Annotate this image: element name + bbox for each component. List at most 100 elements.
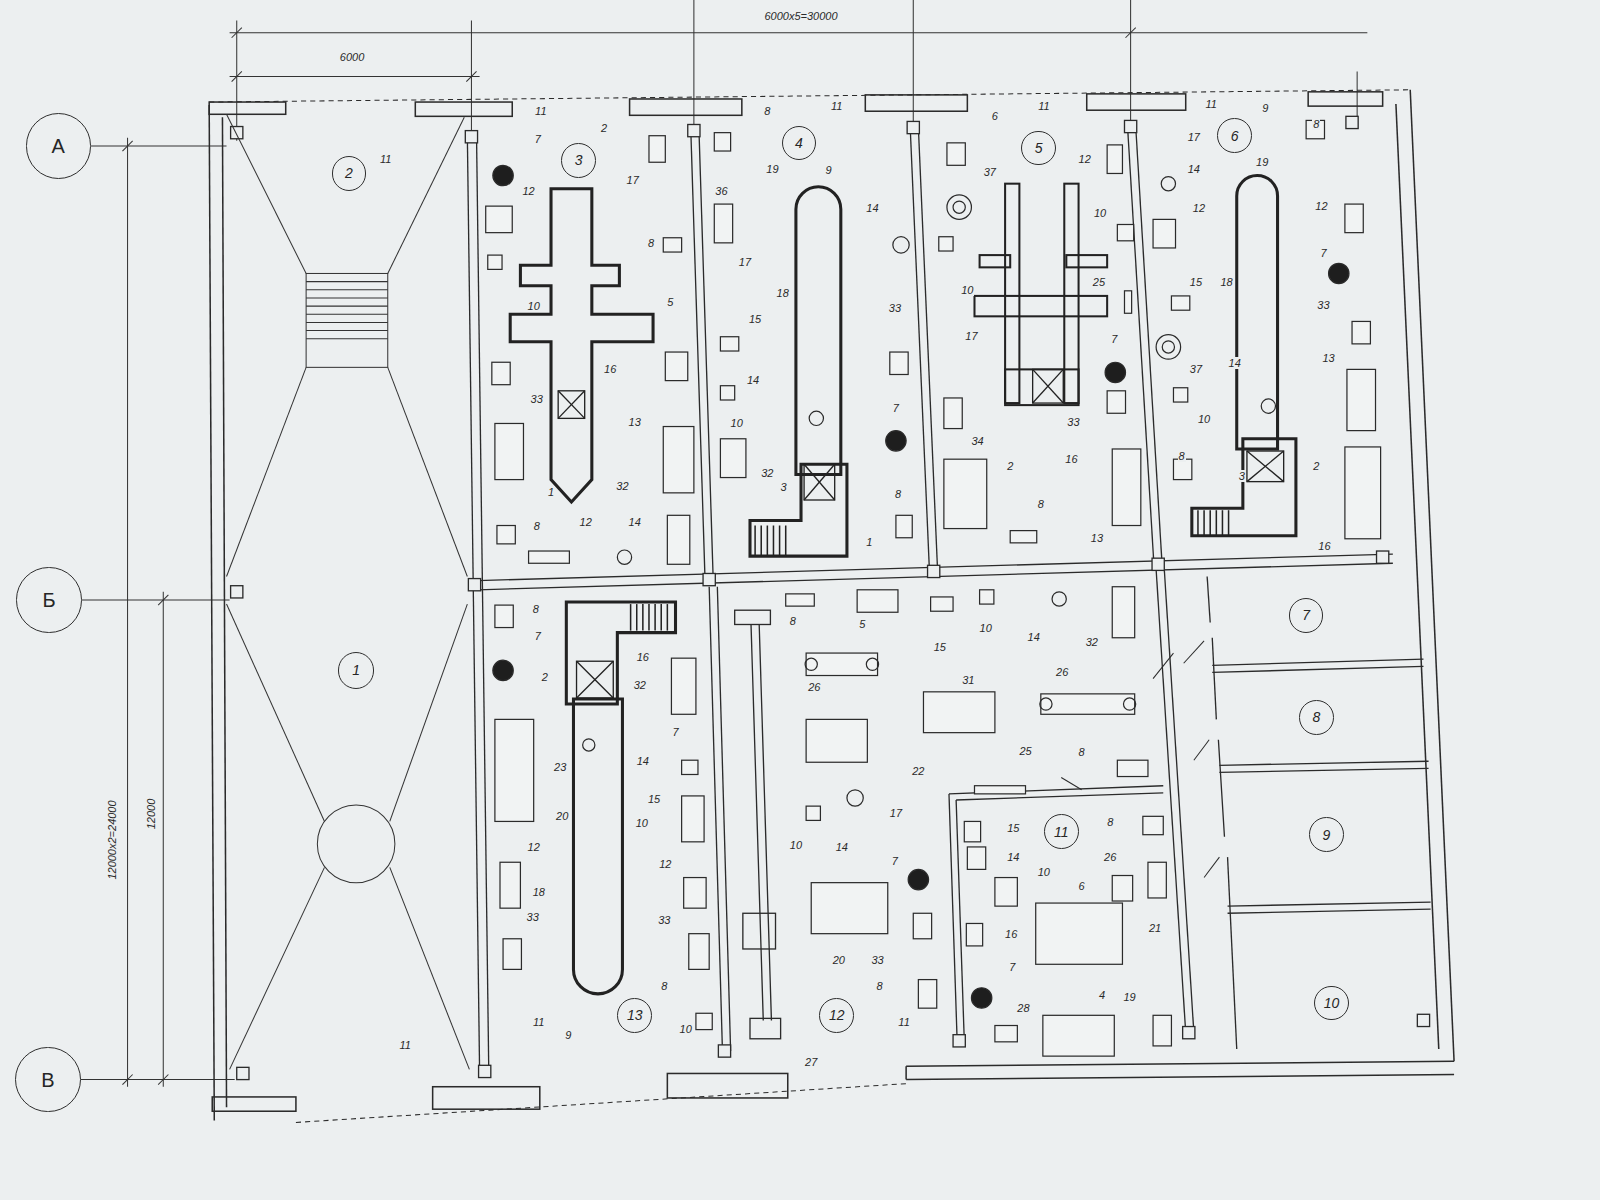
equipment-rect xyxy=(966,923,982,945)
machine-outlines xyxy=(573,699,622,994)
label-text: 32 xyxy=(633,679,647,691)
partition-walls xyxy=(1194,740,1209,760)
partition-walls xyxy=(1164,569,1194,1032)
stair-hatch xyxy=(630,604,632,631)
callout-number: 11 xyxy=(398,1035,411,1053)
hall-layout xyxy=(227,114,307,273)
callout-number: 34 xyxy=(970,431,984,449)
label-text: 2 xyxy=(541,671,549,683)
machine-outlines xyxy=(974,296,1107,316)
callout-number: 10 xyxy=(730,413,744,431)
label-text: 8 xyxy=(1037,498,1045,510)
hall-layout xyxy=(227,114,470,1069)
label-text: 12 xyxy=(1314,200,1328,212)
equipment-circle xyxy=(583,739,595,751)
dimension-lines xyxy=(127,138,128,1087)
dimension-lines xyxy=(1130,0,1131,120)
hall-layout xyxy=(390,604,468,821)
hall-layout xyxy=(306,314,388,315)
callout-number: 27 xyxy=(804,1052,818,1070)
equipment-rect xyxy=(974,786,1025,794)
label-text: 7 xyxy=(534,133,542,145)
label-text: 2 xyxy=(1312,460,1320,472)
callout-number: 32 xyxy=(615,476,629,494)
partition-walls xyxy=(1156,569,1186,1032)
structural-columns xyxy=(231,586,243,598)
callout-number: 33 xyxy=(888,298,902,316)
dimension-label: 12000x2=24000 xyxy=(101,799,119,880)
callout-number: 11 xyxy=(897,1012,910,1030)
callout-number: 12 xyxy=(658,854,672,872)
callout-number: 15 xyxy=(1006,818,1020,836)
label-text: 17 xyxy=(1187,131,1201,143)
building-walls xyxy=(865,95,967,111)
label-text: 18 xyxy=(1219,276,1233,288)
label-text: 14 xyxy=(628,516,642,528)
equipment-rect xyxy=(939,237,953,251)
callout-number: 8 xyxy=(533,516,541,534)
dimension-lines xyxy=(230,32,1368,33)
callout-number: 7 xyxy=(1319,243,1327,261)
label-text: 3 xyxy=(1238,470,1246,482)
label-text: 7 xyxy=(671,726,679,738)
machine-outlines xyxy=(510,176,1296,994)
label-text: 14 xyxy=(636,755,650,767)
label-text: 8 xyxy=(876,980,884,992)
equipment-rect xyxy=(684,878,706,909)
callout-number: 2 xyxy=(1312,456,1320,474)
machine-outlines xyxy=(510,189,653,502)
callout-number: 9 xyxy=(1261,98,1269,116)
partition-walls xyxy=(910,128,929,575)
stair-hatch xyxy=(654,604,656,631)
partition-walls xyxy=(949,794,957,1041)
callout-number: 11 xyxy=(1205,94,1218,112)
cross-boxes xyxy=(1247,451,1284,482)
building-walls xyxy=(1308,92,1382,106)
equipment-rect xyxy=(1124,291,1131,313)
room-number-text: 12 xyxy=(829,1008,845,1022)
structural-columns xyxy=(231,116,1430,1079)
machine-outlines xyxy=(566,602,675,704)
partition-walls xyxy=(1153,653,1173,679)
label-text: 8 xyxy=(789,615,797,627)
label-text: 10 xyxy=(527,300,541,312)
label-text: 14 xyxy=(865,202,879,214)
label-text: 5 xyxy=(666,296,674,308)
equipment-rect xyxy=(1041,694,1135,714)
callout-number: 12 xyxy=(579,512,593,530)
stair-hatch xyxy=(773,526,775,557)
label-text: 7 xyxy=(1008,961,1016,973)
callout-number: 8 xyxy=(876,976,884,994)
callout-number: 10 xyxy=(1197,409,1211,427)
room-number-text: 1 xyxy=(352,663,360,677)
cross-boxes xyxy=(1033,369,1064,403)
callout-number: 37 xyxy=(983,162,997,180)
equipment-rect xyxy=(488,255,502,269)
callout-number: 9 xyxy=(564,1025,572,1043)
partition-walls xyxy=(1228,909,1431,913)
callout-number: 3 xyxy=(1238,466,1246,484)
cross-boxes xyxy=(1033,369,1064,403)
label-text: 8 xyxy=(894,488,902,500)
structural-columns xyxy=(703,573,715,585)
label-text: 33 xyxy=(657,914,671,926)
structural-columns xyxy=(953,1035,965,1047)
label-text: 7 xyxy=(1110,333,1118,345)
label-text: 5 xyxy=(858,618,866,630)
stair-hatch xyxy=(1222,510,1224,536)
callout-number: 7 xyxy=(534,626,542,644)
equipment-rect xyxy=(944,459,987,528)
label-text: 18 xyxy=(532,886,546,898)
building-walls xyxy=(296,1084,906,1123)
label-text: 7 xyxy=(534,630,542,642)
stair-hatch xyxy=(631,510,1229,630)
partition-walls xyxy=(735,610,771,624)
cross-boxes xyxy=(577,661,614,698)
label-text: 15 xyxy=(748,313,762,325)
label-text: 31 xyxy=(961,674,975,686)
room-number: 11 xyxy=(1044,814,1079,849)
callout-number: 4 xyxy=(1098,985,1106,1003)
callout-number: 17 xyxy=(889,803,903,821)
callout-number: 16 xyxy=(1317,536,1331,554)
label-text: 3 xyxy=(780,481,788,493)
